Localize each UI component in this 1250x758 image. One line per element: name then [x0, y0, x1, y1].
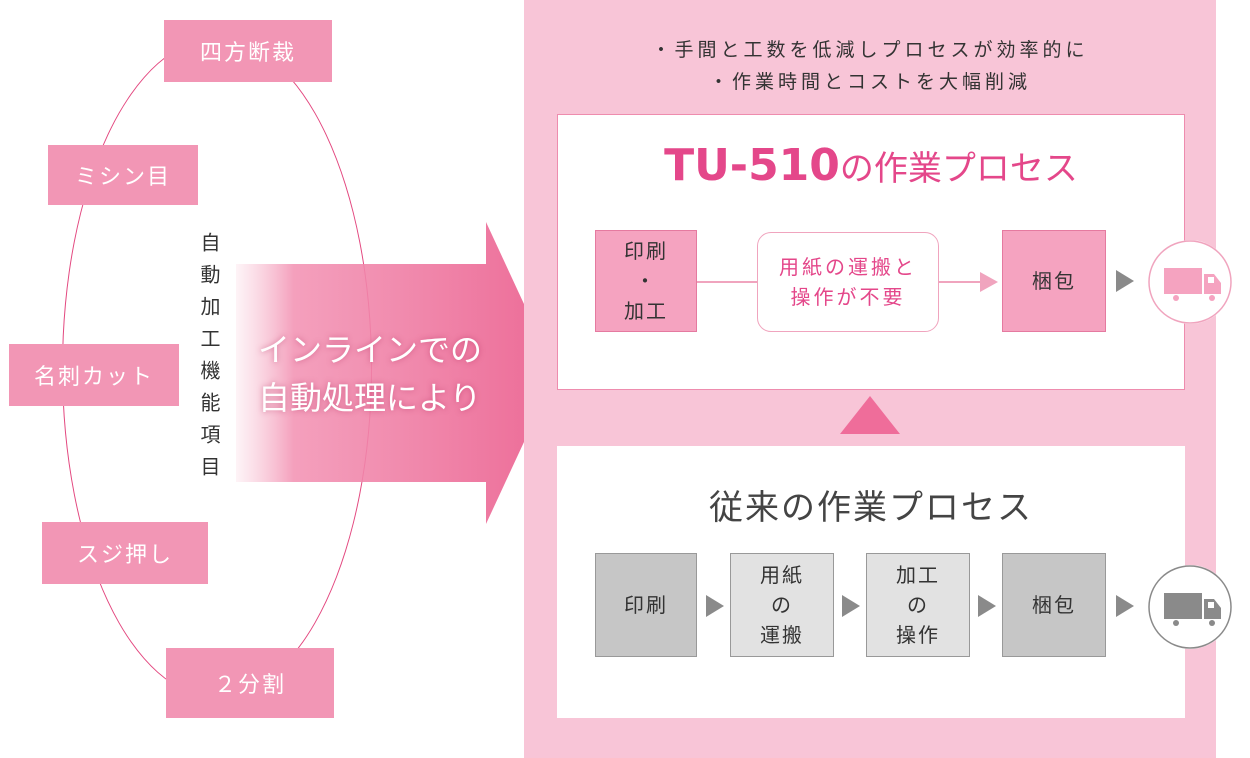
delivery-truck-icon-gray: [1148, 565, 1232, 649]
truck-icon: [1148, 240, 1232, 324]
arrow-right-icon: [978, 595, 996, 617]
new-process-title: TU-510の作業プロセス: [557, 140, 1185, 191]
step-text: の: [907, 593, 929, 617]
arrow-right-icon: [706, 595, 724, 617]
step-text: の: [771, 593, 793, 617]
old-step-packing: 梱包: [1002, 553, 1106, 657]
old-process-title: 従来の作業プロセス: [709, 488, 1033, 528]
new-process-title-suffix: の作業プロセス: [839, 149, 1078, 189]
process-arrow: [236, 222, 556, 524]
arrow-right-icon: [1116, 270, 1134, 292]
connector-line: [939, 281, 981, 283]
step-packing: 梱包: [1002, 230, 1106, 332]
arrow-right-icon: [842, 595, 860, 617]
step-text: 梱包: [1032, 593, 1076, 617]
step-text: 梱包: [1032, 269, 1076, 293]
note-text: 用紙の運搬と: [779, 255, 917, 279]
delivery-truck-icon: [1148, 240, 1232, 324]
benefit-line1: ・手間と工数を低減しプロセスが効率的に: [651, 39, 1089, 61]
no-transport-note: 用紙の運搬と 操作が不要: [757, 232, 939, 332]
step-text: 印刷: [624, 239, 668, 263]
step-text: ・: [635, 269, 657, 293]
auto-processing-label: 自動加工機能項目: [197, 232, 221, 488]
feature-box-perforation: ミシン目: [48, 145, 198, 205]
step-text: 加工: [624, 299, 668, 323]
feature-label: 名刺カット: [33, 365, 154, 390]
step-text: 運搬: [760, 623, 804, 647]
step-print-process: 印刷 ・ 加工: [595, 230, 697, 332]
connector-line: [697, 281, 757, 283]
feature-label: ミシン目: [74, 165, 171, 190]
arrow-right-icon: [1116, 595, 1134, 617]
step-text: 加工: [896, 563, 940, 587]
old-step-transport: 用紙 の 運搬: [730, 553, 834, 657]
benefit-line2: ・作業時間とコストを大幅削減: [708, 71, 1031, 93]
old-step-operation: 加工 の 操作: [866, 553, 970, 657]
feature-box-four-side-trim: 四方断裁: [164, 20, 332, 82]
model-name: TU-510: [664, 140, 840, 191]
arrow-caption-line1: インラインでの: [258, 331, 483, 369]
feature-box-split: ２分割: [166, 648, 334, 718]
arrow-caption: インラインでの 自動処理により: [258, 326, 548, 422]
feature-label: ２分割: [213, 673, 286, 698]
step-text: 印刷: [624, 593, 668, 617]
feature-box-card-cut: 名刺カット: [9, 344, 179, 406]
old-step-print: 印刷: [595, 553, 697, 657]
truck-icon: [1148, 565, 1232, 649]
arrow-right-icon: [980, 272, 998, 292]
feature-label: 四方断裁: [199, 41, 296, 66]
feature-box-crease: スジ押し: [42, 522, 208, 584]
step-text: 操作: [896, 623, 940, 647]
step-text: 用紙: [760, 563, 804, 587]
benefit-notes: ・手間と工数を低減しプロセスが効率的に ・作業時間とコストを大幅削減: [524, 34, 1216, 98]
feature-label: スジ押し: [76, 543, 173, 568]
arrow-caption-line2: 自動処理により: [258, 379, 482, 417]
note-text: 操作が不要: [790, 285, 906, 309]
improvement-arrow-icon: [840, 396, 900, 434]
